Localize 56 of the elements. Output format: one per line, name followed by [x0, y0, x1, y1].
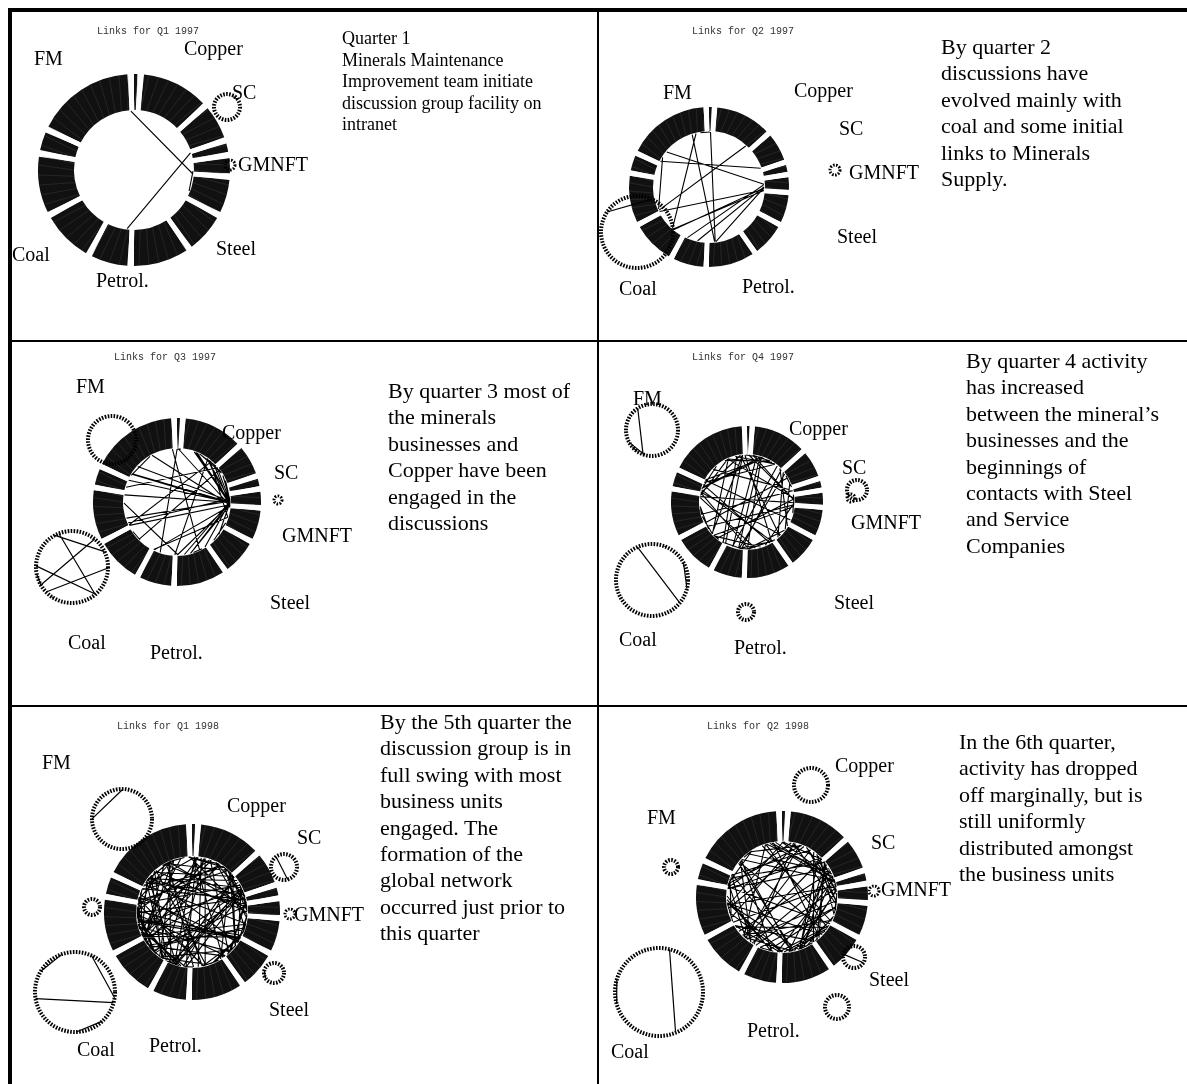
unit-label: FM	[647, 807, 676, 827]
unit-label: Copper	[835, 755, 894, 775]
description-text: Quarter 1	[342, 28, 412, 50]
unit-label: Coal	[68, 632, 106, 652]
unit-label: Copper	[227, 795, 286, 815]
unit-label: GMNFT	[851, 512, 921, 532]
description-text: By quarter 2 discussions have evolved mainly with coal and some initial links to Minerals Supply.	[941, 34, 1125, 193]
description-text: In the 6th quarter, activity has dropped off marginally, but is still uniformly distributed amongst the business units	[959, 729, 1144, 888]
unit-label: Coal	[619, 278, 657, 298]
unit-label: SC	[842, 457, 867, 477]
unit-label: GMNFT	[282, 525, 352, 545]
unit-label: Steel	[837, 226, 877, 246]
unit-label: Steel	[269, 999, 309, 1019]
unit-label: Petrol.	[96, 270, 149, 290]
unit-label: FM	[76, 376, 105, 396]
unit-label: FM	[42, 752, 71, 772]
unit-label: SC	[274, 462, 299, 482]
unit-label: Copper	[794, 80, 853, 100]
unit-label: Coal	[12, 244, 50, 264]
unit-label: Petrol.	[149, 1035, 202, 1055]
description-text: Minerals Maintenance Improvement team initiate discussion group facility on intranet	[342, 49, 543, 136]
unit-label: Petrol.	[747, 1020, 800, 1040]
unit-label: Petrol.	[150, 642, 203, 662]
unit-label: Steel	[270, 592, 310, 612]
chart-title: Links for Q1 1998	[117, 721, 220, 732]
unit-label: Coal	[611, 1041, 649, 1061]
quarter-panel	[12, 342, 599, 707]
unit-label: Petrol.	[742, 276, 795, 296]
unit-label: Steel	[834, 592, 874, 612]
unit-label: Coal	[619, 629, 657, 649]
unit-label: GMNFT	[849, 162, 919, 182]
unit-label: SC	[232, 82, 257, 102]
description-text: By the 5th quarter the discussion group is in full swing with most business units engaged. The formation of the global network occurred just prior to this quarter	[380, 709, 573, 947]
unit-label: Copper	[789, 418, 848, 438]
unit-label: Steel	[216, 238, 256, 258]
unit-label: Copper	[184, 38, 243, 58]
unit-label: SC	[297, 827, 322, 847]
chart-title: Links for Q2 1997	[692, 26, 795, 37]
unit-label: Coal	[77, 1039, 115, 1059]
unit-label: FM	[34, 48, 63, 68]
unit-label: GMNFT	[294, 904, 364, 924]
chart-title: Links for Q2 1998	[707, 721, 810, 732]
unit-label: FM	[633, 388, 662, 408]
chart-title: Links for Q3 1997	[114, 352, 217, 363]
unit-label: GMNFT	[881, 879, 951, 899]
unit-label: GMNFT	[238, 154, 308, 174]
unit-label: SC	[871, 832, 896, 852]
unit-label: FM	[663, 82, 692, 102]
quarter-panel	[12, 12, 599, 342]
description-text: By quarter 4 activity has increased between the mineral’s businesses and the beginnings of contacts with Steel and Service Companies	[966, 348, 1161, 560]
chart-title: Links for Q1 1997	[97, 26, 200, 37]
chart-title: Links for Q4 1997	[692, 352, 795, 363]
unit-label: Petrol.	[734, 637, 787, 657]
unit-label: Steel	[869, 969, 909, 989]
unit-label: SC	[839, 118, 864, 138]
description-text: By quarter 3 most of the minerals businesses and Copper have been engaged in the discussions	[388, 378, 572, 537]
